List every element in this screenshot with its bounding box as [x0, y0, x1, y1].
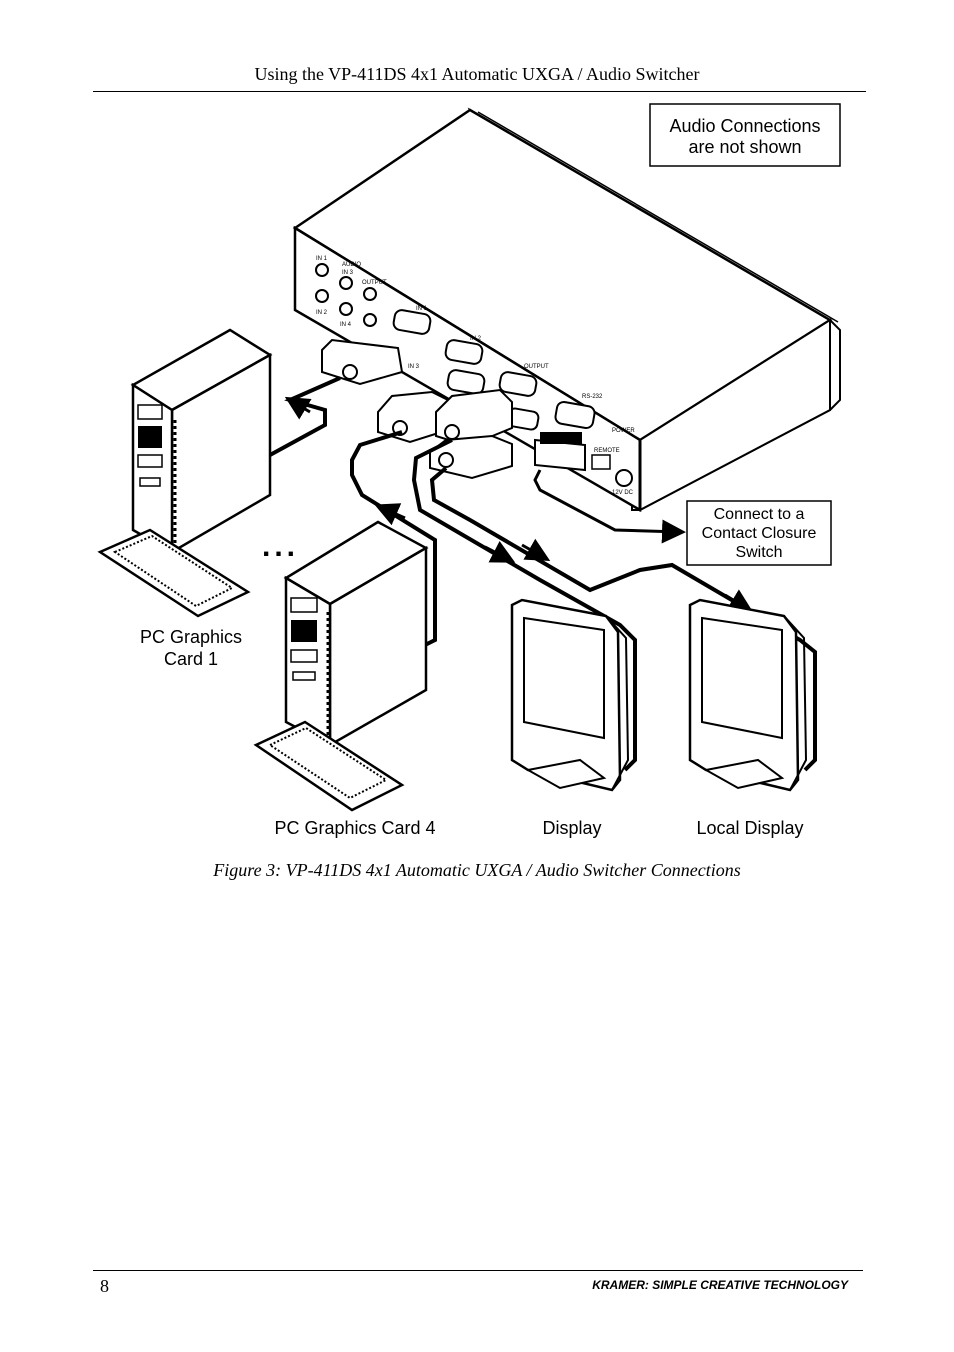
header-rule [93, 91, 866, 92]
remote-terminal-block [534, 432, 611, 472]
pc1-label-line2: Card 1 [164, 649, 218, 669]
pc1-label-line1: PC Graphics [140, 627, 242, 647]
vga-in1-label: IN 1 [416, 306, 428, 312]
figure-caption: Figure 3: VP-411DS 4x1 Automatic UXGA / … [213, 860, 741, 880]
cable-pc1 [269, 376, 341, 457]
vga-output-label: OUTPUT [524, 364, 549, 370]
pc-tower-4 [283, 520, 429, 748]
dc-jack [615, 469, 633, 487]
note-line1: Audio Connections [669, 116, 820, 136]
arrow-display-1 [484, 541, 516, 563]
contact-line2: Contact Closure [702, 525, 817, 542]
note-box: Audio Connections are not shown [649, 103, 841, 167]
keyboard-4 [253, 720, 405, 812]
power-label: POWER [612, 428, 635, 434]
cable-pc4 [350, 430, 437, 647]
audio-label: AUDIO [342, 262, 361, 268]
cable-display [411, 438, 637, 772]
pc-tower-1 [130, 328, 273, 555]
audio-in2-label: IN 2 [316, 310, 328, 316]
pc4-label: PC Graphics Card 4 [274, 818, 435, 838]
note-line2: are not shown [688, 137, 801, 157]
contact-closure-box: Connect to a Contact Closure Switch [686, 500, 832, 566]
cable-contact-closure [533, 469, 686, 544]
ellipsis: ... [262, 530, 299, 563]
cable-local-display [429, 466, 817, 772]
contact-line3: Switch [735, 544, 782, 561]
footer-rule [93, 1270, 863, 1271]
vga-in3-label: IN 3 [408, 364, 420, 370]
page-header-title: Using the VP-411DS 4x1 Automatic UXGA / … [254, 64, 700, 84]
contact-line1: Connect to a [714, 506, 805, 523]
audio-output-label: OUTPUT [362, 280, 387, 286]
page-number: 8 [100, 1276, 109, 1296]
rs232-label: RS-232 [582, 394, 603, 400]
connection-diagram: IN 1 IN 2 AUDIO IN 3 IN 4 OUTPUT IN 1 IN… [97, 103, 841, 838]
footer-brand: KRAMER: SIMPLE CREATIVE TECHNOLOGY [592, 1278, 848, 1292]
arrow-to-pc1 [284, 396, 312, 420]
plugged-connectors [321, 338, 513, 480]
monitor-display [510, 598, 630, 792]
arrow-to-pc4 [374, 503, 406, 526]
monitor-local-display [688, 598, 808, 792]
audio-jacks [315, 263, 377, 327]
display-label: Display [542, 818, 601, 838]
audio-in3-label: IN 3 [342, 270, 354, 276]
cables [269, 376, 817, 772]
keyboard-1 [97, 528, 251, 618]
switcher-device: IN 1 IN 2 AUDIO IN 3 IN 4 OUTPUT IN 1 IN… [292, 107, 841, 513]
local-display-label: Local Display [696, 818, 803, 838]
audio-in4-label: IN 4 [340, 322, 352, 328]
arrow-local-display [724, 589, 754, 613]
arrow-display-2 [521, 538, 551, 561]
remote-label: REMOTE [594, 448, 620, 454]
audio-in1-label: IN 1 [316, 256, 328, 262]
vga-in2-label: IN 2 [470, 336, 482, 342]
dc-label: 12V DC [612, 490, 634, 496]
